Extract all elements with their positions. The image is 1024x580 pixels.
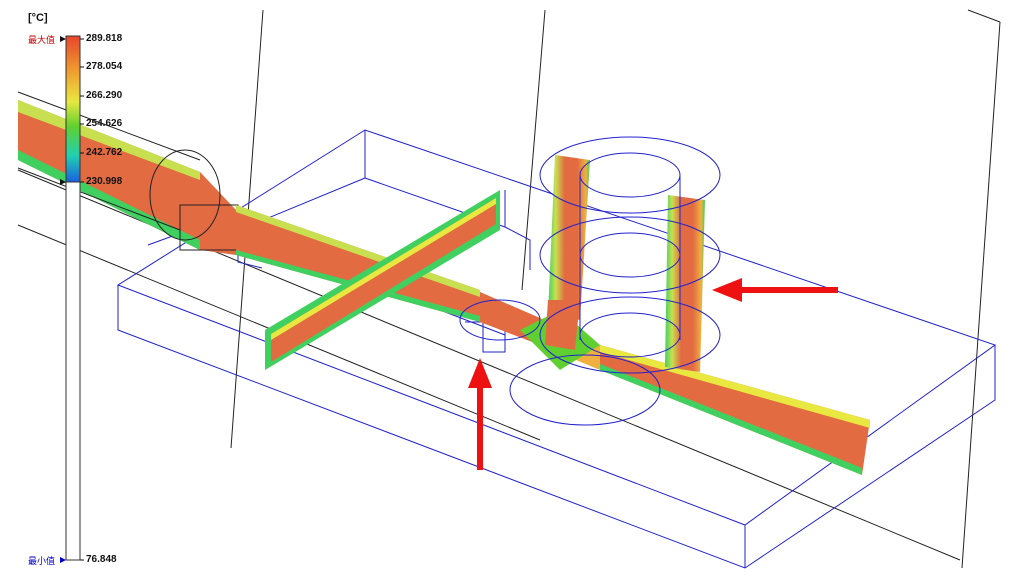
cylinder-cavity (459, 136, 721, 426)
tick-label: 278.054 (86, 61, 123, 72)
section-planes (17, 9, 1001, 569)
arrow-right-indicator (712, 278, 838, 302)
sprue-tube (17, 91, 239, 255)
tick-label: 289.818 (86, 33, 123, 44)
min-marker-label: 最小值 (28, 556, 56, 566)
cross-plate (265, 190, 500, 370)
unit-label: [°C] (28, 12, 48, 24)
temperature-scale (60, 35, 84, 563)
min-value-label: 76.848 (86, 554, 117, 565)
tick-label: 254.626 (86, 118, 123, 129)
max-marker-label: 最大值 (28, 35, 56, 45)
tick-label: 242.762 (86, 147, 123, 158)
arrow-up-indicator (468, 358, 492, 470)
tick-label: 266.290 (86, 90, 123, 101)
tick-label: 230.998 (86, 176, 123, 187)
